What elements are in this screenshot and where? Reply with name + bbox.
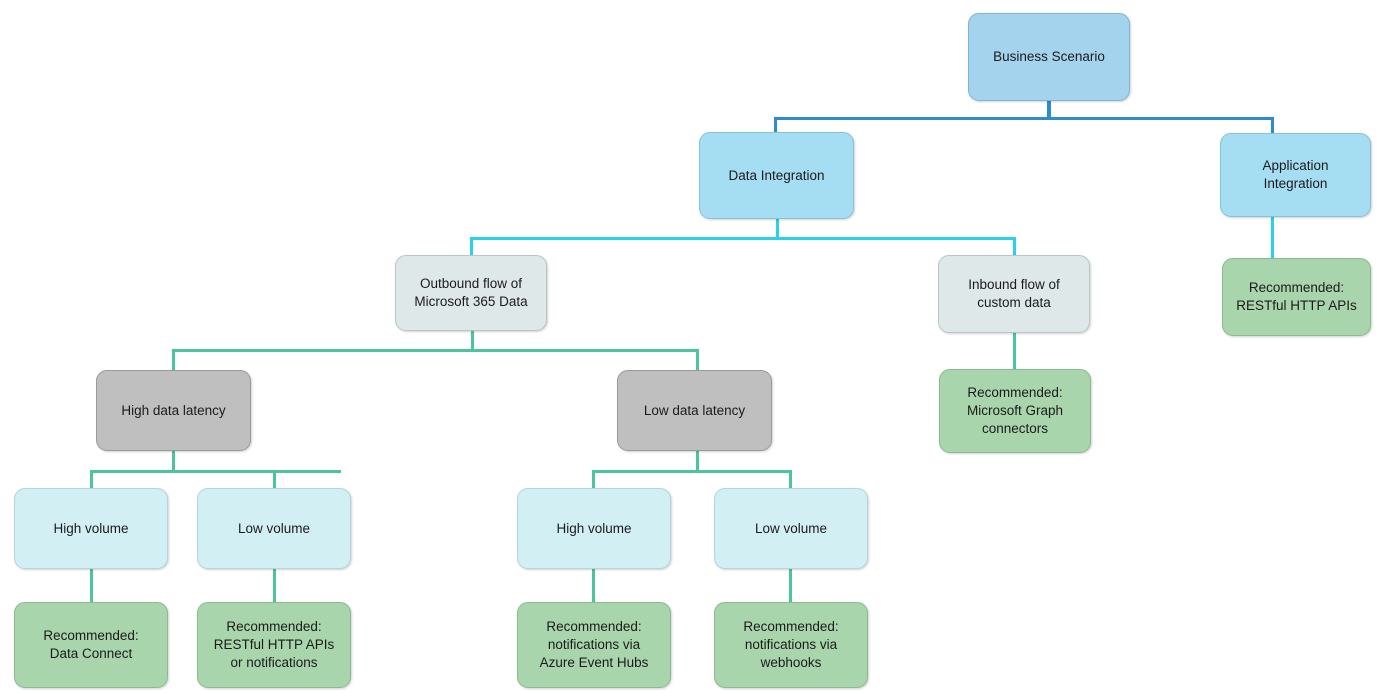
node-recommendation-restful-http-apis[interactable]: Recommended: RESTful HTTP APIs [1222,258,1371,336]
connector-level1-bus [774,117,1274,120]
node-low-volume-high-latency[interactable]: Low volume [197,488,351,569]
connector-application-integration-to-recommendation [1271,216,1274,258]
connector-low-latency-bus [592,470,792,473]
node-application-integration[interactable]: Application Integration [1220,133,1371,217]
node-business-scenario[interactable]: Business Scenario [968,13,1130,101]
connector-to-low-volume-b [789,470,792,488]
connector-inbound-flow-to-recommendation [1013,333,1016,369]
connector-low-latency-stem [696,450,699,470]
node-low-volume-low-latency[interactable]: Low volume [714,488,868,569]
node-recommendation-azure-event-hubs[interactable]: Recommended: notifications via Azure Eve… [517,602,671,688]
connector-high-latency-stem [172,450,175,470]
connector-to-inbound-flow [1013,237,1016,255]
connector-to-data-integration [774,117,777,132]
node-data-integration[interactable]: Data Integration [699,132,854,219]
connector-root-stem [1047,100,1051,117]
connector-low-volume-a-to-recommendation [273,568,276,602]
node-low-data-latency[interactable]: Low data latency [617,370,772,451]
connector-to-high-volume-a [90,470,93,488]
node-high-volume-low-latency[interactable]: High volume [517,488,671,569]
connector-high-volume-b-to-recommendation [592,568,595,602]
connector-to-application-integration [1271,117,1274,134]
connector-to-high-latency [172,349,175,371]
connector-high-volume-a-to-recommendation [90,568,93,602]
node-inbound-flow[interactable]: Inbound flow of custom data [938,255,1090,333]
connector-to-high-volume-b [592,470,595,488]
connector-to-outbound-flow [470,237,473,255]
node-outbound-flow[interactable]: Outbound flow of Microsoft 365 Data [395,255,547,331]
node-recommendation-data-connect[interactable]: Recommended: Data Connect [14,602,168,688]
connector-outbound-flow-stem [471,330,474,349]
connector-data-integration-stem [776,219,779,237]
node-recommendation-webhooks[interactable]: Recommended: notifications via webhooks [714,602,868,688]
node-recommendation-microsoft-graph-connectors[interactable]: Recommended: Microsoft Graph connectors [939,369,1091,453]
connector-level3-bus [172,349,699,352]
node-recommendation-restful-apis-or-notifications[interactable]: Recommended: RESTful HTTP APIs or notifi… [197,602,351,688]
connector-to-low-latency [696,349,699,371]
connector-to-low-volume-a [273,470,276,488]
connector-level2-bus [470,237,1016,240]
connector-low-volume-b-to-recommendation [789,568,792,602]
node-high-volume-high-latency[interactable]: High volume [14,488,168,569]
node-high-data-latency[interactable]: High data latency [96,370,251,451]
connector-high-latency-bus [90,470,341,473]
